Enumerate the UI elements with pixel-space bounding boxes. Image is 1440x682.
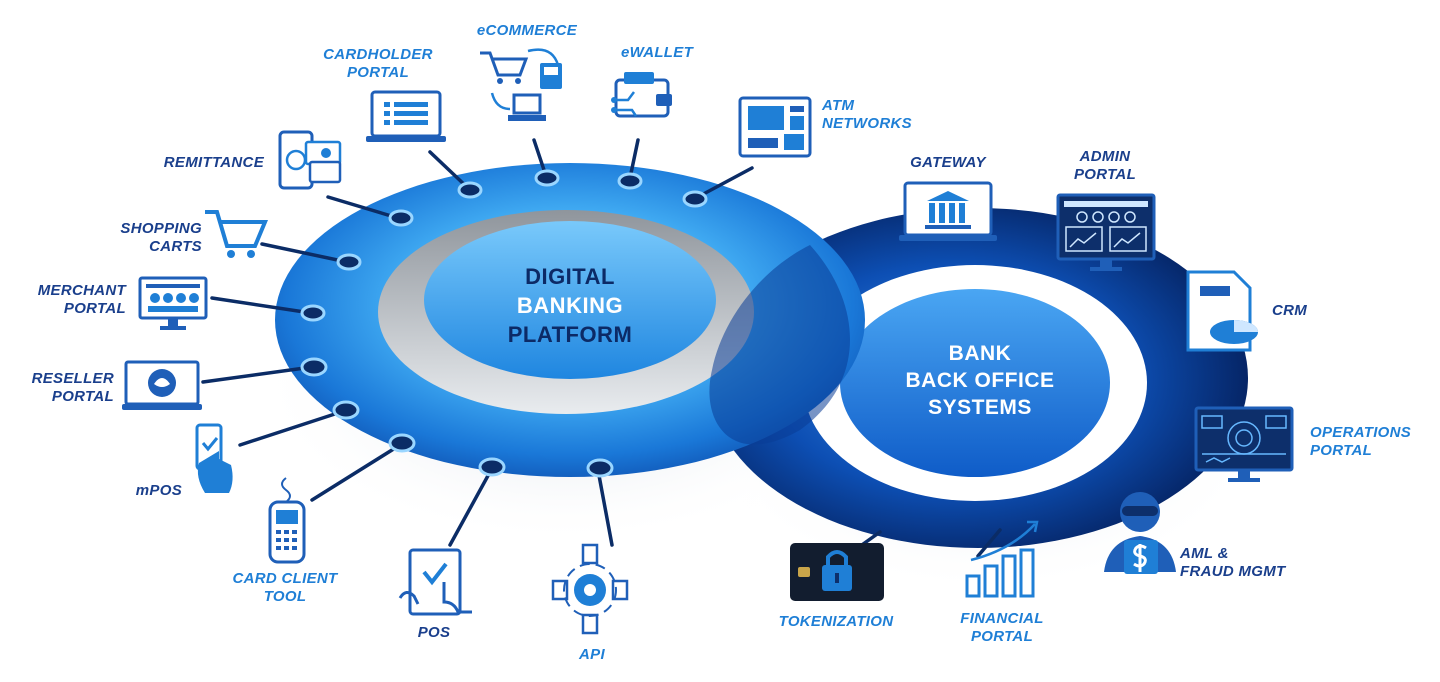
api-label: API [579, 646, 605, 663]
cardholder-portal-icon [366, 90, 446, 142]
platform-title-line1: DIGITAL [525, 264, 615, 289]
financial-portal-icon [965, 520, 1039, 598]
connector-dots [300, 169, 708, 478]
merchant-portal-icon [138, 276, 208, 330]
backoffice-title-line3: SYSTEMS [928, 396, 1032, 419]
aml-fraud-label: AML &FRAUD MGMT [1180, 545, 1286, 580]
gateway-icon [899, 181, 997, 241]
ecommerce-icon [480, 48, 562, 121]
rings-overlap [709, 245, 850, 445]
reseller-portal-icon [122, 360, 202, 410]
shopping-cart-icon [205, 210, 268, 258]
mpos-icon [195, 423, 233, 493]
ewallet-icon [611, 72, 672, 118]
digital-banking-platform-title: DIGITAL BANKING PLATFORM [470, 262, 670, 349]
aml-fraud-icon [1104, 492, 1176, 574]
platform-title-line2: BANKING [516, 293, 624, 318]
ecommerce-label: eCOMMERCE [476, 22, 578, 39]
mpos-label: mPOS [135, 482, 182, 499]
operations-portal-icon [1194, 406, 1294, 482]
tokenization-icon [790, 543, 884, 601]
atm-icon [738, 96, 812, 158]
crm-label: CRM [1272, 302, 1308, 319]
connectors [201, 138, 1002, 558]
pos-icon [398, 548, 472, 616]
card-client-tool-icon [268, 477, 306, 564]
remittance-label: REMITTANCE [163, 154, 264, 171]
gateway-label: GATEWAY [910, 154, 986, 171]
platform-title-line3: PLATFORM [507, 322, 633, 347]
bank-back-office-title: BANK BACK OFFICE SYSTEMS [880, 340, 1080, 421]
crm-icon [1186, 270, 1258, 352]
remittance-icon [278, 130, 342, 190]
backoffice-title-line2: BACK OFFICE [905, 369, 1055, 392]
tokenization-label: TOKENIZATION [778, 613, 894, 630]
api-icon [551, 543, 629, 635]
backoffice-title-line1: BANK [948, 342, 1012, 365]
ewallet-label: eWALLET [620, 44, 694, 61]
admin-portal-icon [1056, 193, 1156, 271]
pos-label: POS [417, 624, 451, 641]
